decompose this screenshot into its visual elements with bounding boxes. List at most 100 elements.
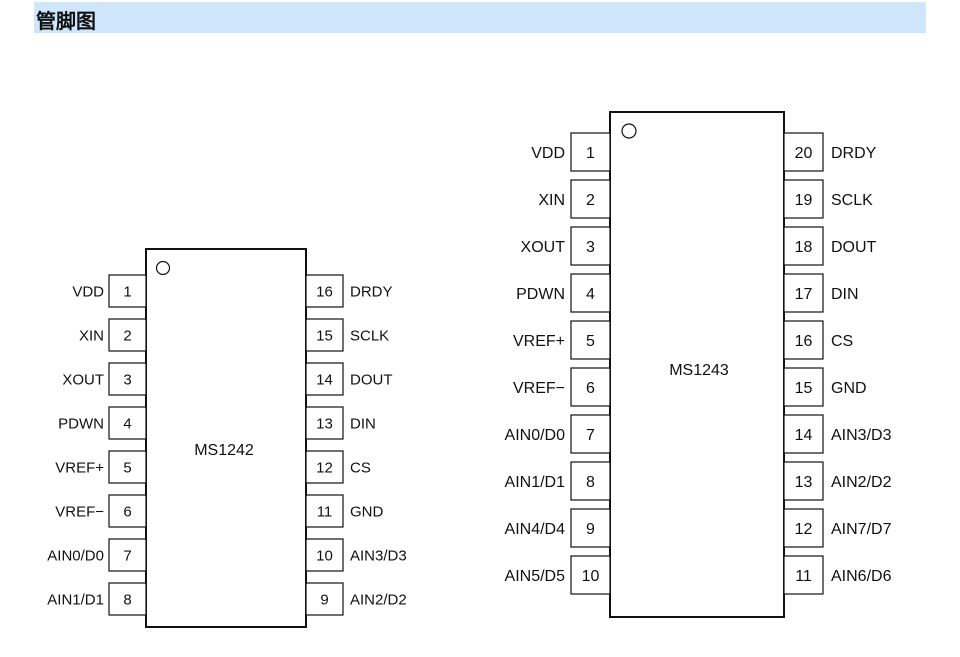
chip-body <box>609 111 785 618</box>
pin-label: DOUT <box>350 371 393 388</box>
pin-number: 10 <box>582 568 600 585</box>
pin-9: 9 AIN2/D2 <box>305 582 407 616</box>
pin-8: 8 AIN1/D1 <box>47 582 147 616</box>
pin-box <box>570 367 611 407</box>
pin-6: 6 VREF− <box>55 494 147 528</box>
pin-label: AIN2/D2 <box>350 591 407 608</box>
chip-name: MS1242 <box>194 442 254 459</box>
pin-number: 13 <box>795 474 813 491</box>
pin-number: 6 <box>123 503 131 520</box>
pin-number: 20 <box>795 145 813 162</box>
pin-20: 20 DRDY <box>783 132 877 172</box>
pin-number: 14 <box>316 371 333 388</box>
pin-box <box>305 274 344 308</box>
pin-4: 4 PDWN <box>516 273 611 313</box>
pin-box <box>305 582 344 616</box>
pin-label: GND <box>350 503 384 520</box>
section-title: 管脚图 <box>36 9 96 33</box>
pin-label: VREF− <box>55 503 104 520</box>
pin-box <box>305 494 344 528</box>
pin-label: VDD <box>531 145 565 162</box>
pin-label: XOUT <box>521 239 566 256</box>
pin-10: 10 AIN3/D3 <box>305 538 407 572</box>
pin-12: 12 AIN7/D7 <box>783 508 892 548</box>
pin-number: 10 <box>316 547 333 564</box>
chip-ms1243: MS1243 1VDD2XIN3XOUT4PDWN5VREF+6VREF−7AI… <box>505 111 892 618</box>
pin-label: AIN0/D0 <box>47 547 104 564</box>
pin-number: 9 <box>320 591 328 608</box>
pin-box <box>108 274 147 308</box>
pin-box <box>570 508 611 548</box>
pin-number: 14 <box>795 427 813 444</box>
section-header: 管脚图 <box>34 2 926 33</box>
pin-label: DOUT <box>831 239 877 256</box>
pin-number: 16 <box>795 333 813 350</box>
pin-label: AIN0/D0 <box>505 427 566 444</box>
pin-label: AIN3/D3 <box>350 547 407 564</box>
pin1-marker-icon <box>155 260 171 276</box>
pin-number: 3 <box>586 239 595 256</box>
pin-number: 19 <box>795 192 813 209</box>
pin-box <box>108 362 147 396</box>
pin-box <box>305 318 344 352</box>
pin-number: 4 <box>586 286 595 303</box>
pin-number: 1 <box>586 145 595 162</box>
pin-label: CS <box>350 459 371 476</box>
pin-number: 12 <box>795 521 813 538</box>
pin-box <box>305 406 344 440</box>
pin-1: 1 VDD <box>531 132 611 172</box>
pin-label: VREF− <box>513 380 565 397</box>
pin-label: AIN6/D6 <box>831 568 892 585</box>
pin-number: 8 <box>123 591 131 608</box>
pin-13: 13 AIN2/D2 <box>783 461 892 501</box>
pin-number: 2 <box>123 327 131 344</box>
pin-number: 11 <box>317 503 333 520</box>
pin-number: 7 <box>123 547 131 564</box>
pin-label: DRDY <box>831 145 877 162</box>
pin-3: 3 XOUT <box>521 226 611 266</box>
pin-label: DRDY <box>350 283 393 300</box>
pin-label: AIN5/D5 <box>505 568 566 585</box>
pin-label: AIN2/D2 <box>831 474 892 491</box>
pin-box <box>305 362 344 396</box>
pin-box <box>783 273 824 313</box>
pin-number: 7 <box>586 427 595 444</box>
pin-label: VDD <box>72 283 104 300</box>
pin-box <box>570 461 611 501</box>
pin-box <box>783 508 824 548</box>
pin-box <box>570 226 611 266</box>
pin-label: AIN1/D1 <box>47 591 104 608</box>
pin-number: 12 <box>316 459 333 476</box>
pin-14: 14 DOUT <box>305 362 393 396</box>
pin-box <box>783 461 824 501</box>
pin-number: 15 <box>316 327 333 344</box>
pin-box <box>783 179 824 219</box>
pin-label: VREF+ <box>513 333 565 350</box>
chip-ms1242: MS1242 1VDD2XIN3XOUT4PDWN5VREF+6VREF−7AI… <box>47 248 407 628</box>
pin-number: 2 <box>586 192 595 209</box>
pin-label: AIN7/D7 <box>831 521 892 538</box>
pin-box <box>783 226 824 266</box>
pin-number: 5 <box>123 459 131 476</box>
pin-number: 3 <box>123 371 131 388</box>
pin-number: 1 <box>123 283 131 300</box>
pin-label: AIN1/D1 <box>505 474 566 491</box>
pin-label: PDWN <box>58 415 104 432</box>
pin-label: GND <box>831 380 867 397</box>
pin1-marker-icon <box>621 123 637 139</box>
pin-box <box>570 179 611 219</box>
pin-label: PDWN <box>516 286 565 303</box>
pin-box <box>570 414 611 454</box>
